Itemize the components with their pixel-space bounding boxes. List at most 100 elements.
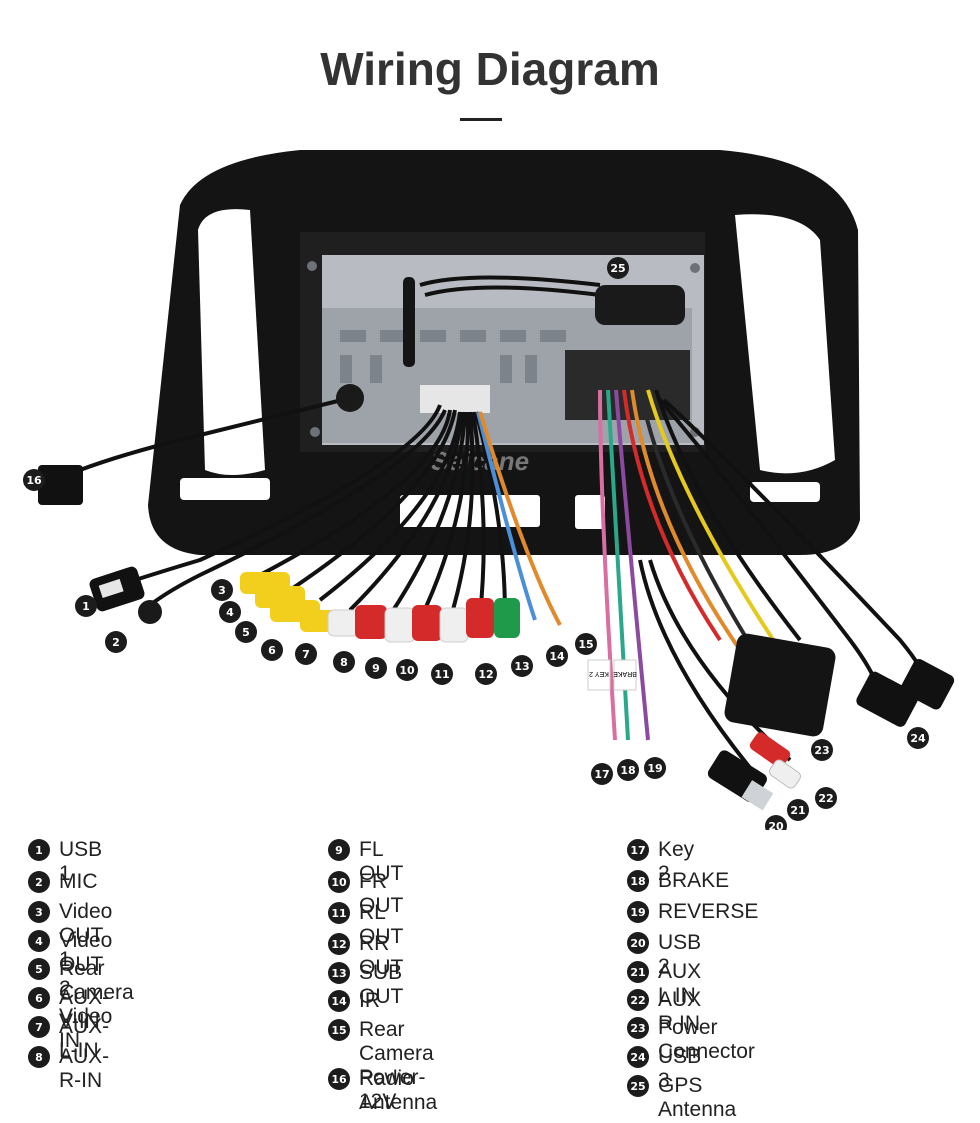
callout-6: 6	[261, 639, 283, 661]
callout-7: 7	[295, 643, 317, 665]
svg-text:11: 11	[434, 668, 449, 681]
av-harness	[119, 404, 562, 626]
legend-label: AUX-L-IN	[59, 1015, 110, 1062]
legend-label: AUX-V-IN	[59, 986, 110, 1033]
svg-text:12: 12	[478, 668, 493, 681]
legend-label: RR OUT	[359, 932, 404, 979]
callout-25: 25	[607, 257, 629, 279]
callout-11: 11	[431, 663, 453, 685]
legend-number-badge: 24	[627, 1046, 649, 1068]
svg-text:9: 9	[372, 662, 380, 675]
legend-item-3: 3 Video OUT 1	[28, 900, 112, 972]
legend-number-badge: 3	[28, 901, 50, 923]
power-connector	[724, 633, 836, 737]
legend-number-badge: 20	[627, 932, 649, 954]
legend-label: Video OUT 1	[59, 900, 113, 971]
legend-item-12: 12 RR OUT	[328, 932, 403, 980]
title-divider	[460, 118, 502, 121]
legend-number-badge: 12	[328, 933, 350, 955]
svg-text:21: 21	[790, 804, 805, 817]
callout-21: 21	[787, 799, 809, 821]
svg-text:8: 8	[340, 656, 348, 669]
callout-13: 13	[511, 655, 533, 677]
callout-14: 14	[546, 645, 568, 667]
legend-label: AUX L IN	[658, 960, 702, 1007]
legend-item-9: 9 FL OUT	[328, 838, 403, 886]
key-tag-label: KEY 2	[589, 670, 609, 677]
legend-item-8: 8 AUX-R-IN	[28, 1045, 109, 1093]
legend-label: USB 2	[658, 931, 702, 978]
gps-antenna-puck	[419, 275, 685, 325]
svg-text:7: 7	[302, 648, 310, 661]
legend-label: RL OUT	[359, 901, 404, 948]
svg-text:10: 10	[399, 664, 415, 677]
legend-item-7: 7 AUX-L-IN	[28, 1015, 109, 1063]
callout-9: 9	[365, 657, 387, 679]
wifi-antenna	[403, 277, 415, 367]
legend-number-badge: 9	[328, 839, 350, 861]
svg-text:1: 1	[82, 600, 90, 613]
legend-item-20: 20 USB 2	[627, 931, 701, 979]
legend-number-badge: 10	[328, 871, 350, 893]
legend-label: AUX-R-IN	[59, 1045, 110, 1092]
usb3-plugs	[856, 659, 955, 727]
callout-22: 22	[815, 787, 837, 809]
callout-10: 10	[396, 659, 418, 681]
svg-text:15: 15	[578, 638, 593, 651]
wire-tags: KEY 2 BRAKE	[587, 659, 637, 691]
legend-number-badge: 6	[28, 987, 50, 1009]
svg-text:17: 17	[594, 768, 609, 781]
radio-antenna-cable	[38, 384, 364, 505]
legend-number-badge: 8	[28, 1046, 50, 1068]
callout-2: 2	[105, 631, 127, 653]
legend-label: USB 1	[59, 838, 103, 885]
usb2-aux-plugs	[707, 732, 801, 811]
radio-chassis	[300, 232, 705, 452]
legend-label: FL OUT	[359, 838, 404, 885]
legend-label: Power Connector	[658, 1016, 755, 1063]
callout-1: 1	[75, 595, 97, 617]
callout-15: 15	[575, 633, 597, 655]
legend-label: Rear Camera Video IN	[59, 957, 134, 1052]
usb1-mic-plugs	[89, 566, 162, 624]
callout-4: 4	[219, 601, 241, 623]
svg-text:3: 3	[218, 584, 226, 597]
svg-text:14: 14	[549, 650, 565, 663]
callout-12: 12	[475, 663, 497, 685]
rca-connectors	[240, 572, 520, 643]
legend-number-badge: 25	[627, 1075, 649, 1097]
legend-number-badge: 15	[328, 1019, 350, 1041]
callout-23: 23	[811, 739, 833, 761]
legend-item-23: 23 Power Connector	[627, 1016, 755, 1064]
power-harness	[598, 389, 932, 782]
brake-tag-label: BRAKE	[613, 670, 637, 677]
callout-20: 20	[765, 815, 787, 830]
svg-text:16: 16	[26, 474, 42, 487]
legend-label: REVERSE	[658, 900, 759, 923]
callout-5: 5	[235, 621, 257, 643]
legend-label: Key 2	[658, 838, 695, 885]
legend-label: AUX R IN	[658, 988, 702, 1035]
legend-item-24: 24 USB 3	[627, 1045, 701, 1093]
legend-number-badge: 17	[627, 839, 649, 861]
legend-number-badge: 18	[627, 870, 649, 892]
legend-number-badge: 14	[328, 990, 350, 1012]
legend-number-badge: 22	[627, 989, 649, 1011]
legend-item-6: 6 AUX-V-IN	[28, 986, 109, 1034]
legend-number-badge: 23	[627, 1017, 649, 1039]
legend-label: USB 3	[658, 1045, 702, 1092]
legend-number-badge: 7	[28, 1016, 50, 1038]
legend-label: Radio Antenna	[359, 1067, 438, 1114]
